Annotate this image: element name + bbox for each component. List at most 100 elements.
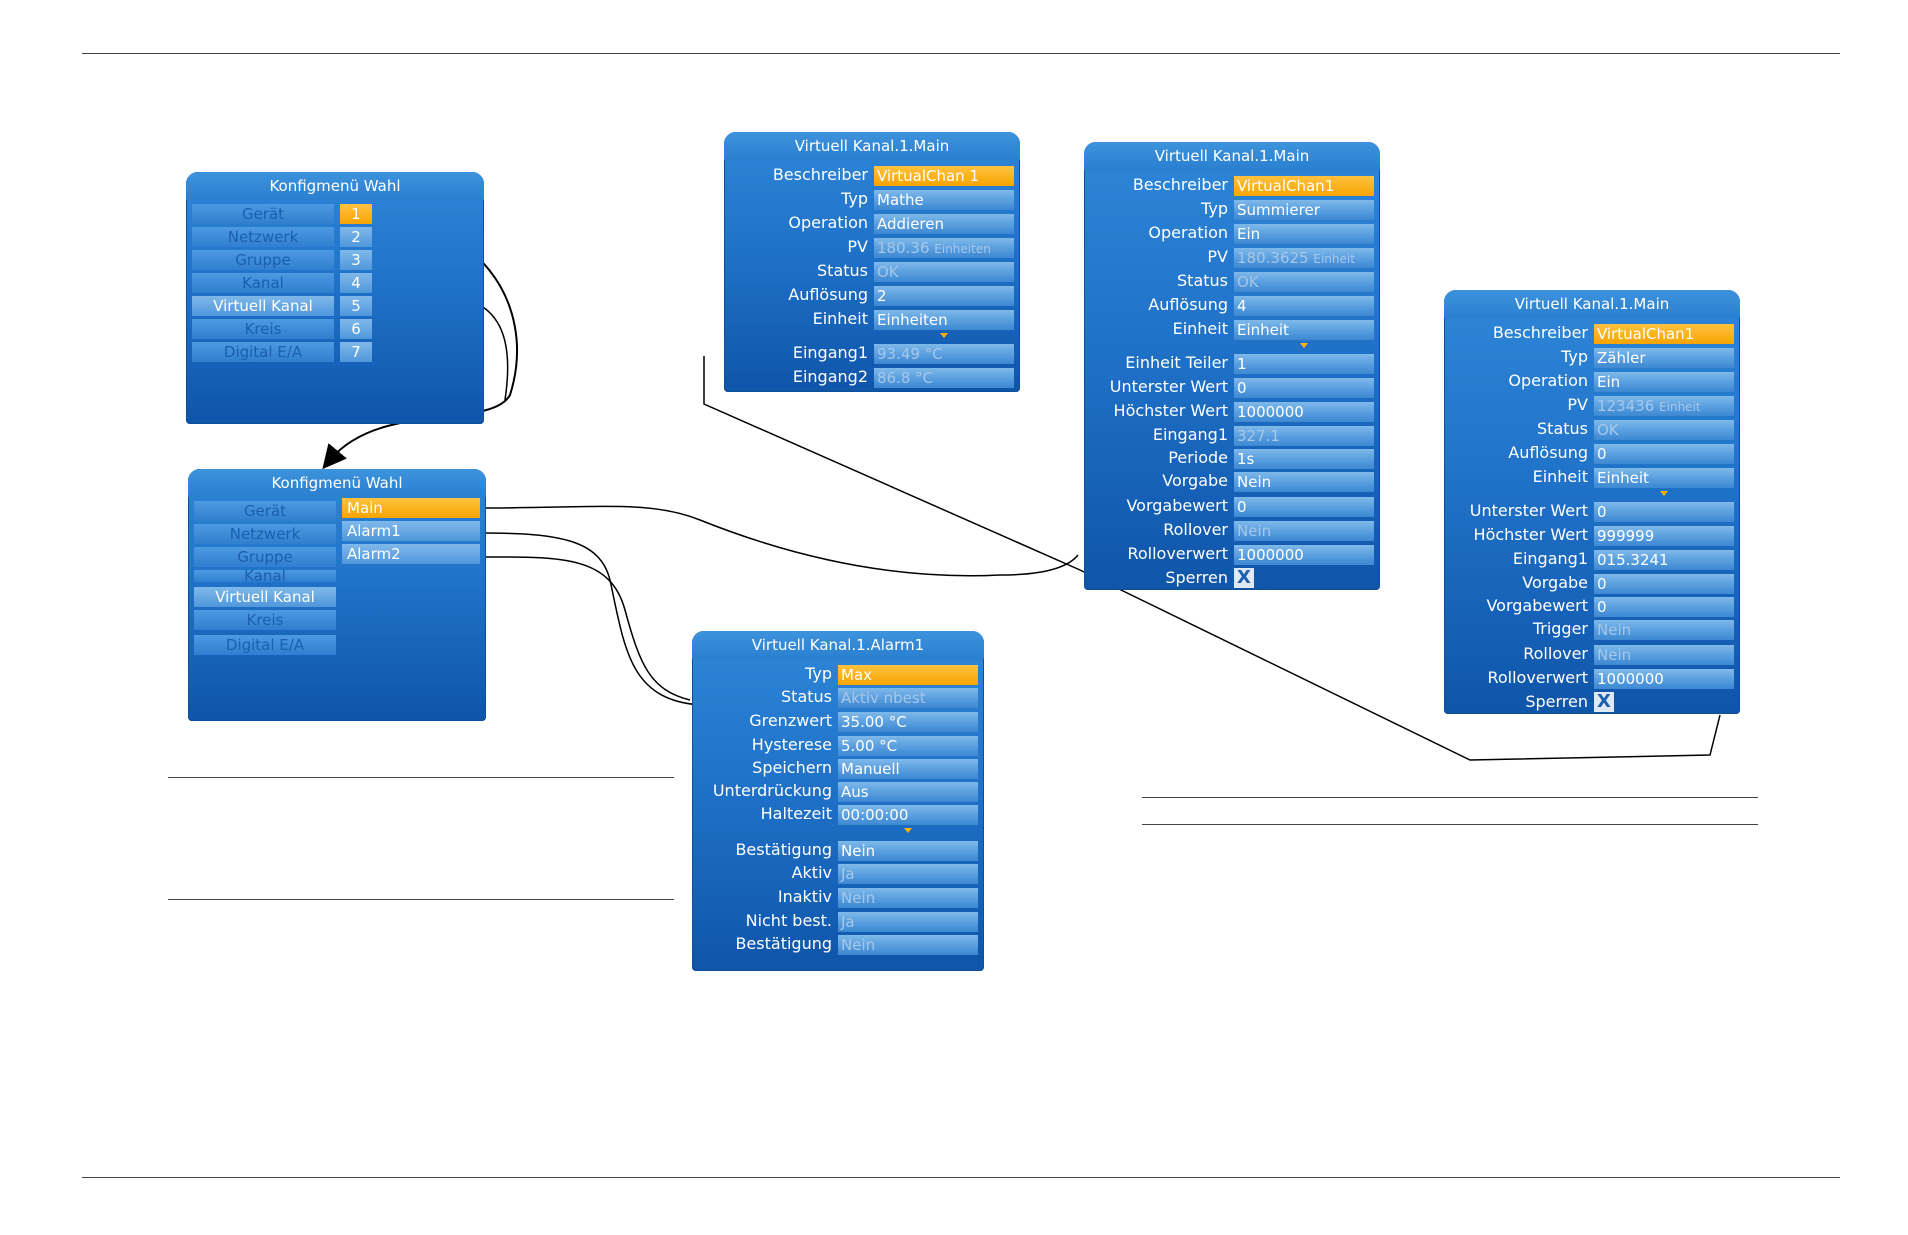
cnt-field-rolloverwert[interactable]: 1000000	[1594, 669, 1734, 689]
menu-number-3[interactable]: 3	[340, 250, 372, 270]
tot-label-13: Vorgabewert	[1126, 496, 1228, 515]
tot-label-0: Beschreiber	[1132, 175, 1228, 194]
left-caption-rule-bottom	[168, 899, 674, 900]
alm-label-4: Speichern	[752, 758, 832, 777]
cnt-label-5: Auflösung	[1508, 443, 1588, 462]
alm-field-unterdrueckung[interactable]: Aus	[838, 782, 978, 802]
tot-field-einheit[interactable]: Einheit	[1234, 320, 1374, 340]
cnt-field-trigger[interactable]: Nein	[1594, 620, 1734, 640]
wire-alarm2-to-alarm	[481, 556, 691, 701]
math-label-eingang1: Eingang1	[792, 343, 868, 362]
top-rule	[82, 53, 1840, 54]
cnt-field-beschreiber[interactable]: VirtualChan1	[1594, 324, 1734, 344]
tot-field-aufloesung[interactable]: 4	[1234, 296, 1374, 316]
tot-field-typ[interactable]: Summierer	[1234, 200, 1374, 220]
submenu-item-geraet[interactable]: Gerät	[194, 501, 336, 521]
tot-field-pv: 180.3625 Einheit	[1234, 248, 1374, 268]
menu-number-7[interactable]: 7	[340, 342, 372, 362]
menu-item-digital-ea[interactable]: Digital E/A	[192, 342, 334, 362]
tot-field-hoechster-wert[interactable]: 1000000	[1234, 402, 1374, 422]
cnt-sperren-checkbox[interactable]: X	[1594, 692, 1614, 712]
tot-scroll-caret-icon[interactable]	[1300, 343, 1308, 348]
menu-number-4[interactable]: 4	[340, 273, 372, 293]
math-field-einheit[interactable]: Einheiten	[874, 310, 1014, 330]
cnt-field-eingang1[interactable]: 015.3241	[1594, 550, 1734, 570]
submenu-item-kreis[interactable]: Kreis	[194, 610, 336, 630]
menu-item-virtuell-kanal[interactable]: Virtuell Kanal	[192, 296, 334, 316]
cnt-field-hoechster-wert[interactable]: 999999	[1594, 526, 1734, 546]
alm-field-status: Aktiv nbest	[838, 688, 978, 708]
tot-label-7: Einheit Teiler	[1125, 353, 1228, 372]
cnt-field-einheit[interactable]: Einheit	[1594, 468, 1734, 488]
cnt-scroll-caret-icon[interactable]	[1660, 491, 1668, 496]
math-field-operation[interactable]: Addieren	[874, 214, 1014, 234]
submenu-main[interactable]: Main	[342, 498, 480, 518]
menu-number-6[interactable]: 6	[340, 319, 372, 339]
submenu-item-digital-ea[interactable]: Digital E/A	[194, 635, 336, 655]
menu-number-2[interactable]: 2	[340, 227, 372, 247]
menu-item-kreis[interactable]: Kreis	[192, 319, 334, 339]
alm-field-speichern[interactable]: Manuell	[838, 759, 978, 779]
math-pv-unit: Einheiten	[934, 242, 991, 256]
submenu-alarm1[interactable]: Alarm1	[342, 521, 480, 541]
cnt-field-rollover[interactable]: Nein	[1594, 645, 1734, 665]
alm-field-bestaetigung[interactable]: Nein	[838, 841, 978, 861]
tot-field-beschreiber[interactable]: VirtualChan1	[1234, 176, 1374, 196]
alm-label-11: Bestätigung	[735, 934, 832, 953]
tot-label-8: Unterster Wert	[1109, 377, 1228, 396]
cnt-field-vorgabewert[interactable]: 0	[1594, 597, 1734, 617]
math-field-eingang1: 93.49 °C	[874, 344, 1014, 364]
submenu-item-kanal[interactable]: Kanal	[194, 570, 336, 582]
tot-field-rolloverwert[interactable]: 1000000	[1234, 545, 1374, 565]
menu-number-1[interactable]: 1	[340, 204, 372, 224]
alm-field-typ[interactable]: Max	[838, 665, 978, 685]
math-panel-title: Virtuell Kanal.1.Main	[724, 132, 1020, 160]
alm-label-1: Status	[781, 687, 832, 706]
cnt-field-unterster-wert[interactable]: 0	[1594, 502, 1734, 522]
totaliser-panel-title: Virtuell Kanal.1.Main	[1084, 142, 1380, 170]
alarm-channel-panel: Virtuell Kanal.1.Alarm1 Typ Max Status A…	[692, 631, 984, 971]
tot-field-periode[interactable]: 1s	[1234, 449, 1374, 469]
tot-field-einheit-teiler[interactable]: 1	[1234, 354, 1374, 374]
alm-label-6: Haltezeit	[760, 804, 832, 823]
cnt-field-status: OK	[1594, 420, 1734, 440]
cnt-field-aufloesung[interactable]: 0	[1594, 444, 1734, 464]
cnt-field-operation[interactable]: Ein	[1594, 372, 1734, 392]
tot-label-6: Einheit	[1172, 319, 1228, 338]
submenu-item-virtuell-kanal[interactable]: Virtuell Kanal	[194, 587, 336, 607]
cnt-label-3: PV	[1567, 395, 1588, 414]
math-field-status: OK	[874, 262, 1014, 282]
math-scroll-caret-icon[interactable]	[940, 333, 948, 338]
wire-math-to-counter	[703, 356, 1721, 761]
cnt-field-typ[interactable]: Zähler	[1594, 348, 1734, 368]
submenu-item-gruppe[interactable]: Gruppe	[194, 547, 336, 567]
menu-item-gruppe[interactable]: Gruppe	[192, 250, 334, 270]
tot-field-operation[interactable]: Ein	[1234, 224, 1374, 244]
alm-field-inaktiv: Nein	[838, 888, 978, 908]
math-label-pv: PV	[847, 237, 868, 256]
tot-field-status: OK	[1234, 272, 1374, 292]
tot-field-rollover[interactable]: Nein	[1234, 521, 1374, 541]
alm-field-hysterese[interactable]: 5.00 °C	[838, 736, 978, 756]
alm-field-haltezeit[interactable]: 00:00:00	[838, 805, 978, 825]
cnt-field-vorgabe[interactable]: 0	[1594, 574, 1734, 594]
submenu-alarm2[interactable]: Alarm2	[342, 544, 480, 564]
cnt-label-6: Einheit	[1532, 467, 1588, 486]
tot-field-vorgabe[interactable]: Nein	[1234, 472, 1374, 492]
alm-field-grenzwert[interactable]: 35.00 °C	[838, 712, 978, 732]
math-field-aufloesung[interactable]: 2	[874, 286, 1014, 306]
menu-item-kanal[interactable]: Kanal	[192, 273, 334, 293]
menu-item-netzwerk[interactable]: Netzwerk	[192, 227, 334, 247]
alm-scroll-caret-icon[interactable]	[904, 828, 912, 833]
menu-number-5[interactable]: 5	[340, 296, 372, 316]
tot-field-unterster-wert[interactable]: 0	[1234, 378, 1374, 398]
alm-field-bestaetigung-2: Nein	[838, 935, 978, 955]
tot-label-3: PV	[1207, 247, 1228, 266]
tot-field-vorgabewert[interactable]: 0	[1234, 497, 1374, 517]
submenu-item-netzwerk[interactable]: Netzwerk	[194, 524, 336, 544]
tot-sperren-checkbox[interactable]: X	[1234, 568, 1254, 588]
math-field-typ[interactable]: Mathe	[874, 190, 1014, 210]
math-field-beschreiber[interactable]: VirtualChan 1	[874, 166, 1014, 186]
tot-label-14: Rollover	[1163, 520, 1228, 539]
menu-item-geraet[interactable]: Gerät	[192, 204, 334, 224]
